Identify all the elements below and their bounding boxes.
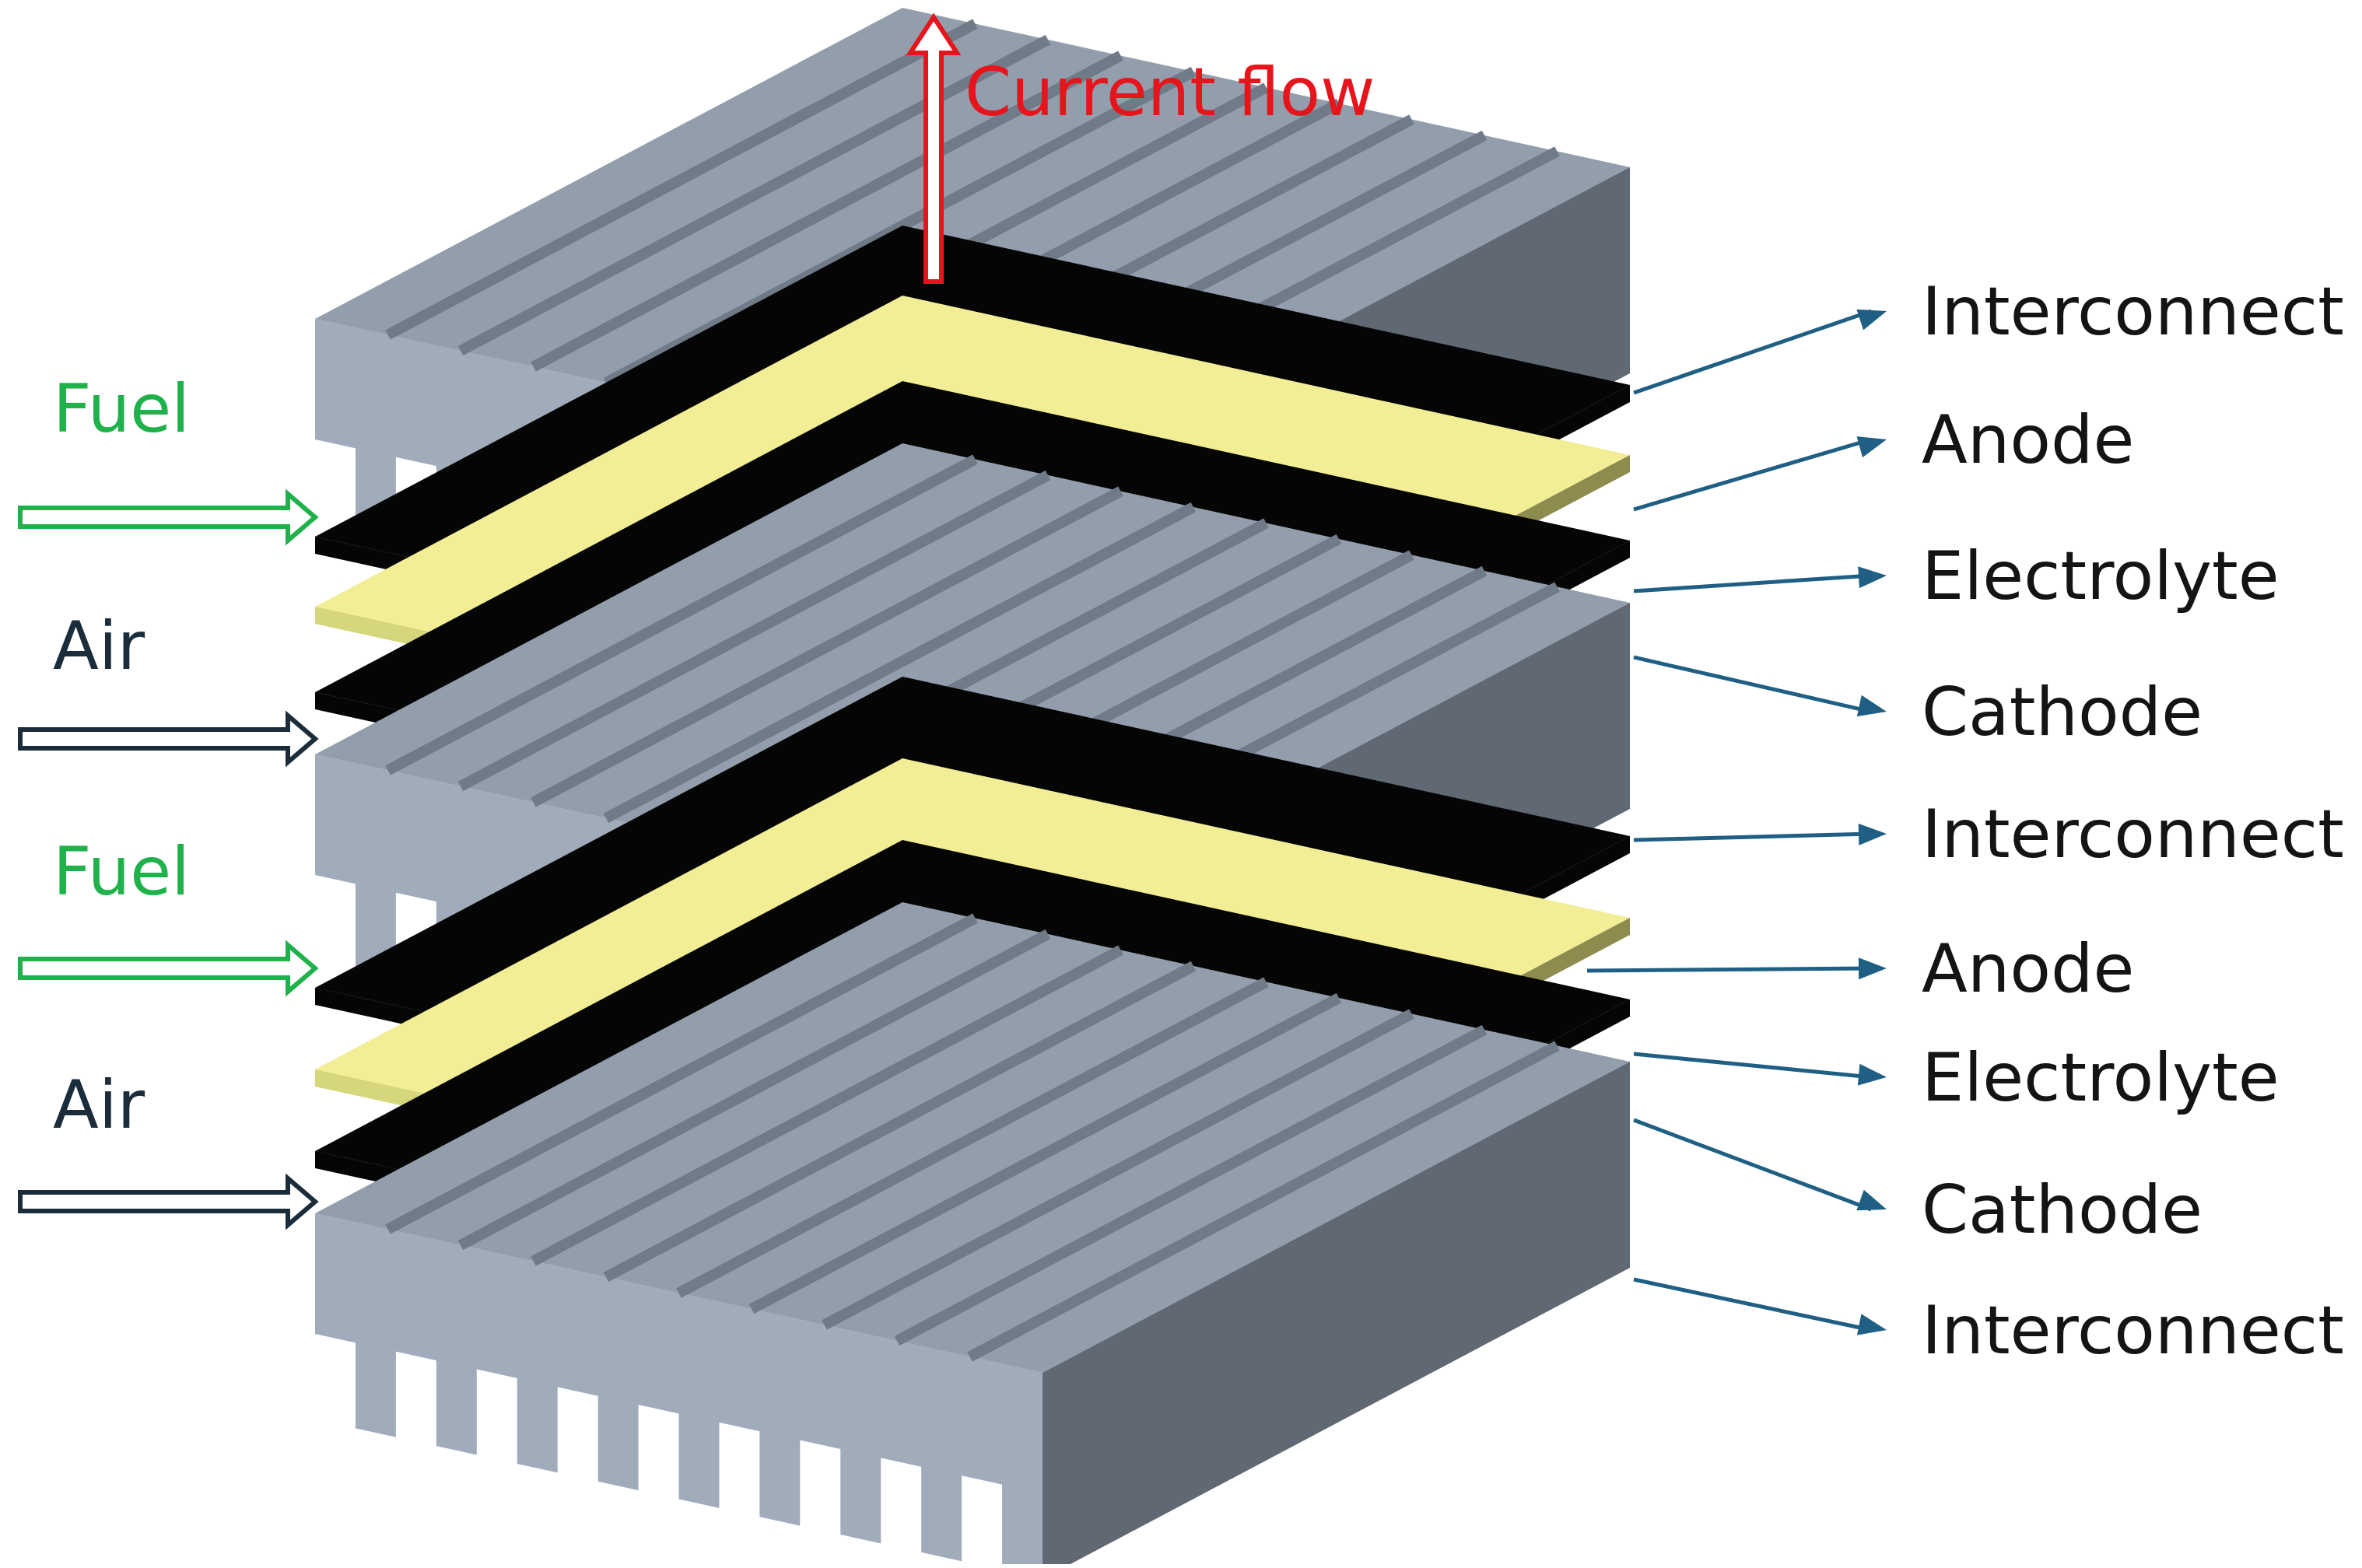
interconnect-3-ridge [603,961,1197,1283]
leader-arrowhead-icon [1858,566,1887,589]
interconnect-3-ridge [676,977,1269,1298]
layer-callout-anode: Anode [1633,401,2134,512]
interconnect-3-ridge [748,992,1342,1314]
layer-label: Electrolyte [1922,1039,2280,1117]
leader-line [1633,831,1872,842]
inlet-label: Fuel [53,370,190,448]
layer-callout-cathode: Cathode [1633,655,2203,751]
leader-line [1633,437,1872,512]
leader-arrowhead-icon [1856,1189,1887,1211]
leader-line [1633,573,1872,593]
inlet-fuel: Fuel [18,370,319,546]
interconnect-1-ridge [457,34,1051,356]
stack-layers [315,8,1630,1568]
inlet-air: Air [18,1066,319,1230]
layer-label: Interconnect [1922,1292,2344,1370]
leader-line [1586,966,1872,973]
layer-callout-electrolyte: Electrolyte [1633,1039,2280,1117]
interconnect-2-ridge [603,502,1197,824]
leader-line [1633,309,1872,395]
leader-arrowhead-icon [1858,957,1887,980]
interconnect-2-ridge [531,486,1123,807]
leader-line [1633,1277,1872,1332]
inlet-fuel: Fuel [18,833,319,997]
leader-line [1633,1052,1872,1080]
interconnect-2-ridge [385,454,978,775]
layer-leaders: InterconnectAnodeElectrolyteCathodeInter… [1586,273,2344,1370]
layer-label: Anode [1922,930,2134,1008]
interconnect-3-ridge [457,929,1051,1251]
interconnect-1-ridge [385,19,978,340]
leader-arrowhead-icon [1856,309,1887,331]
leader-arrowhead-icon [1856,436,1887,458]
leader-arrowhead-icon [1857,1063,1887,1086]
inlet-air: Air [18,607,319,768]
interconnect-3-ridge [822,1009,1414,1330]
layer-label: Interconnect [1922,796,2344,873]
leader-arrowhead-icon [1856,695,1887,717]
current-flow-arrow-icon [906,12,962,284]
interconnect-3-ridge [967,1041,1560,1362]
layer-callout-electrolyte: Electrolyte [1633,537,2280,615]
inlet-arrow-icon [18,1173,319,1230]
interconnect-3-ridge [531,945,1123,1266]
interconnect-3-side [1043,1062,1630,1568]
interconnect-3-front [315,1213,1043,1568]
layer-label: Electrolyte [1922,537,2280,615]
interconnect-2-ridge [457,470,1051,792]
layer-callout-anode: Anode [1586,930,2134,1008]
layer-callout-interconnect: Interconnect [1633,273,2344,395]
layer-label: Cathode [1922,1171,2203,1249]
inlet-arrow-icon [18,488,319,546]
interconnect-1-ridge [531,51,1123,372]
interconnect-3-ridge [894,1024,1488,1346]
leader-line [1633,655,1872,714]
layer-label: Cathode [1922,674,2203,751]
layer-callout-interconnect: Interconnect [1633,796,2344,873]
leader-arrowhead-icon [1856,1314,1887,1335]
inlet-arrow-icon [18,710,319,768]
layer-label: Anode [1922,401,2134,479]
inlet-label: Fuel [53,833,190,911]
current-flow-group: Current flow [906,12,1375,284]
layer-callout-interconnect: Interconnect [1633,1277,2344,1370]
layer-callout-cathode: Cathode [1633,1118,2203,1249]
leader-arrowhead-icon [1858,823,1887,845]
inlet-label: Air [53,1066,145,1144]
leader-line [1633,1118,1872,1212]
current-flow-label: Current flow [965,54,1375,131]
inlet-label: Air [53,607,145,685]
interconnect-3 [315,902,1630,1568]
interconnect-3-ridge [385,913,978,1234]
layer-label: Interconnect [1922,273,2344,351]
inlet-arrow-icon [18,940,319,997]
